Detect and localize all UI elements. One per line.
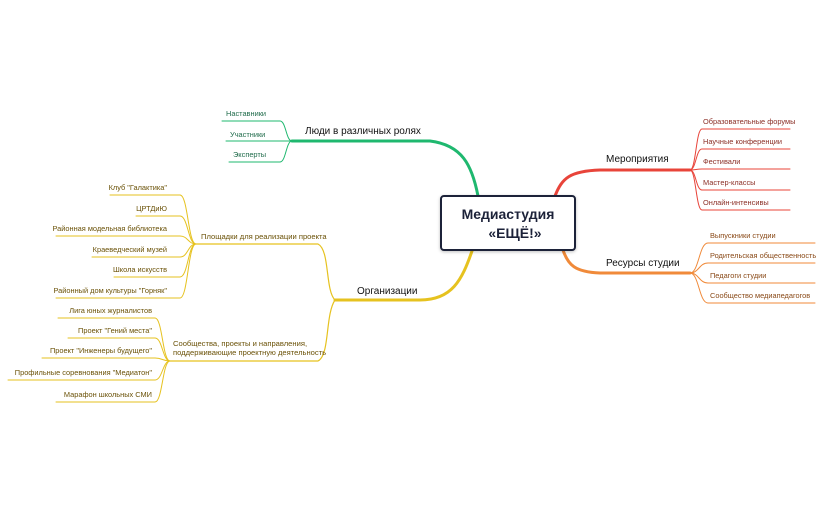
venue-item[interactable]: ЦРТДиЮ [136, 204, 167, 213]
branch-line-people [290, 139, 480, 198]
leaf-line-communities [154, 317, 171, 362]
events-item[interactable]: Онлайн-интенсивы [703, 198, 769, 207]
people-item[interactable]: Участники [230, 130, 266, 139]
resources-item[interactable]: Родительская общественность [710, 251, 817, 260]
branch-title-resources[interactable]: Ресурсы студии [606, 258, 680, 269]
venue-item[interactable]: Краеведческий музей [92, 245, 167, 254]
subbranch-line-communities [169, 299, 336, 362]
community-item[interactable]: Профильные соревнования "Медиатон" [14, 368, 152, 377]
venue-item[interactable]: Районная модельная библиотека [52, 224, 167, 233]
resources-item[interactable]: Сообщество медиапедагогов [710, 291, 811, 300]
events-item[interactable]: Фестивали [703, 157, 741, 166]
communities-title-line-1: Сообщества, проекты и направления, [173, 339, 308, 348]
leaf-line-venues [179, 243, 197, 299]
people-item[interactable]: Наставники [226, 109, 267, 118]
orgs-subbranch-communities[interactable]: Сообщества, проекты и направления, подде… [173, 339, 327, 357]
community-item[interactable]: Проект "Гений места" [78, 326, 152, 335]
events-item[interactable]: Научные конференции [703, 137, 782, 146]
events-item[interactable]: Мастер-классы [703, 178, 756, 187]
branch-line-resources [561, 248, 692, 275]
leaf-line-communities [154, 360, 171, 403]
leaf-line-events [689, 169, 703, 211]
leaf-line-venues [179, 215, 197, 245]
orgs-subbranch-venues[interactable]: Площадки для реализации проекта [201, 232, 327, 241]
central-topic[interactable]: Медиастудия «ЕЩЁ!» [440, 195, 576, 251]
central-topic-line-1: Медиастудия [461, 206, 555, 222]
branch-title-orgs[interactable]: Организации [357, 286, 418, 297]
venue-item[interactable]: Школа искусств [113, 265, 167, 274]
resources-item[interactable]: Педагоги студии [710, 271, 767, 280]
leaf-line-communities [154, 337, 171, 362]
branch-title-people[interactable]: Люди в различных ролях [305, 126, 421, 137]
leaf-line-resources [689, 262, 709, 274]
community-item[interactable]: Лига юных журналистов [69, 306, 152, 315]
venue-item[interactable]: Районный дом культуры "Горняк" [53, 286, 167, 295]
events-item[interactable]: Образовательные форумы [703, 117, 796, 126]
leaf-line-resources [689, 272, 709, 304]
leaf-line-people [279, 140, 293, 163]
community-item[interactable]: Проект "Инженеры будущего" [49, 346, 152, 355]
branch-title-events[interactable]: Мероприятия [606, 154, 669, 165]
people-item[interactable]: Эксперты [233, 150, 267, 159]
communities-title-line-2: поддерживающие проектную деятельность [173, 347, 327, 357]
branch-line-events [553, 168, 692, 198]
central-topic-line-2: «ЕЩЁ!» [488, 224, 542, 241]
resources-item[interactable]: Выпускники студии [710, 231, 776, 240]
leaf-line-venues [179, 235, 197, 245]
leaf-line-communities [154, 360, 171, 381]
leaf-line-events [689, 128, 703, 171]
branch-line-orgs [333, 249, 474, 302]
leaf-line-resources [689, 242, 709, 274]
subbranch-line-venues [195, 243, 336, 301]
leaf-line-events [689, 148, 703, 171]
venue-item[interactable]: Клуб "Галактика" [108, 183, 167, 192]
leaf-line-people [279, 120, 293, 142]
community-item[interactable]: Марафон школьных СМИ [63, 390, 152, 399]
